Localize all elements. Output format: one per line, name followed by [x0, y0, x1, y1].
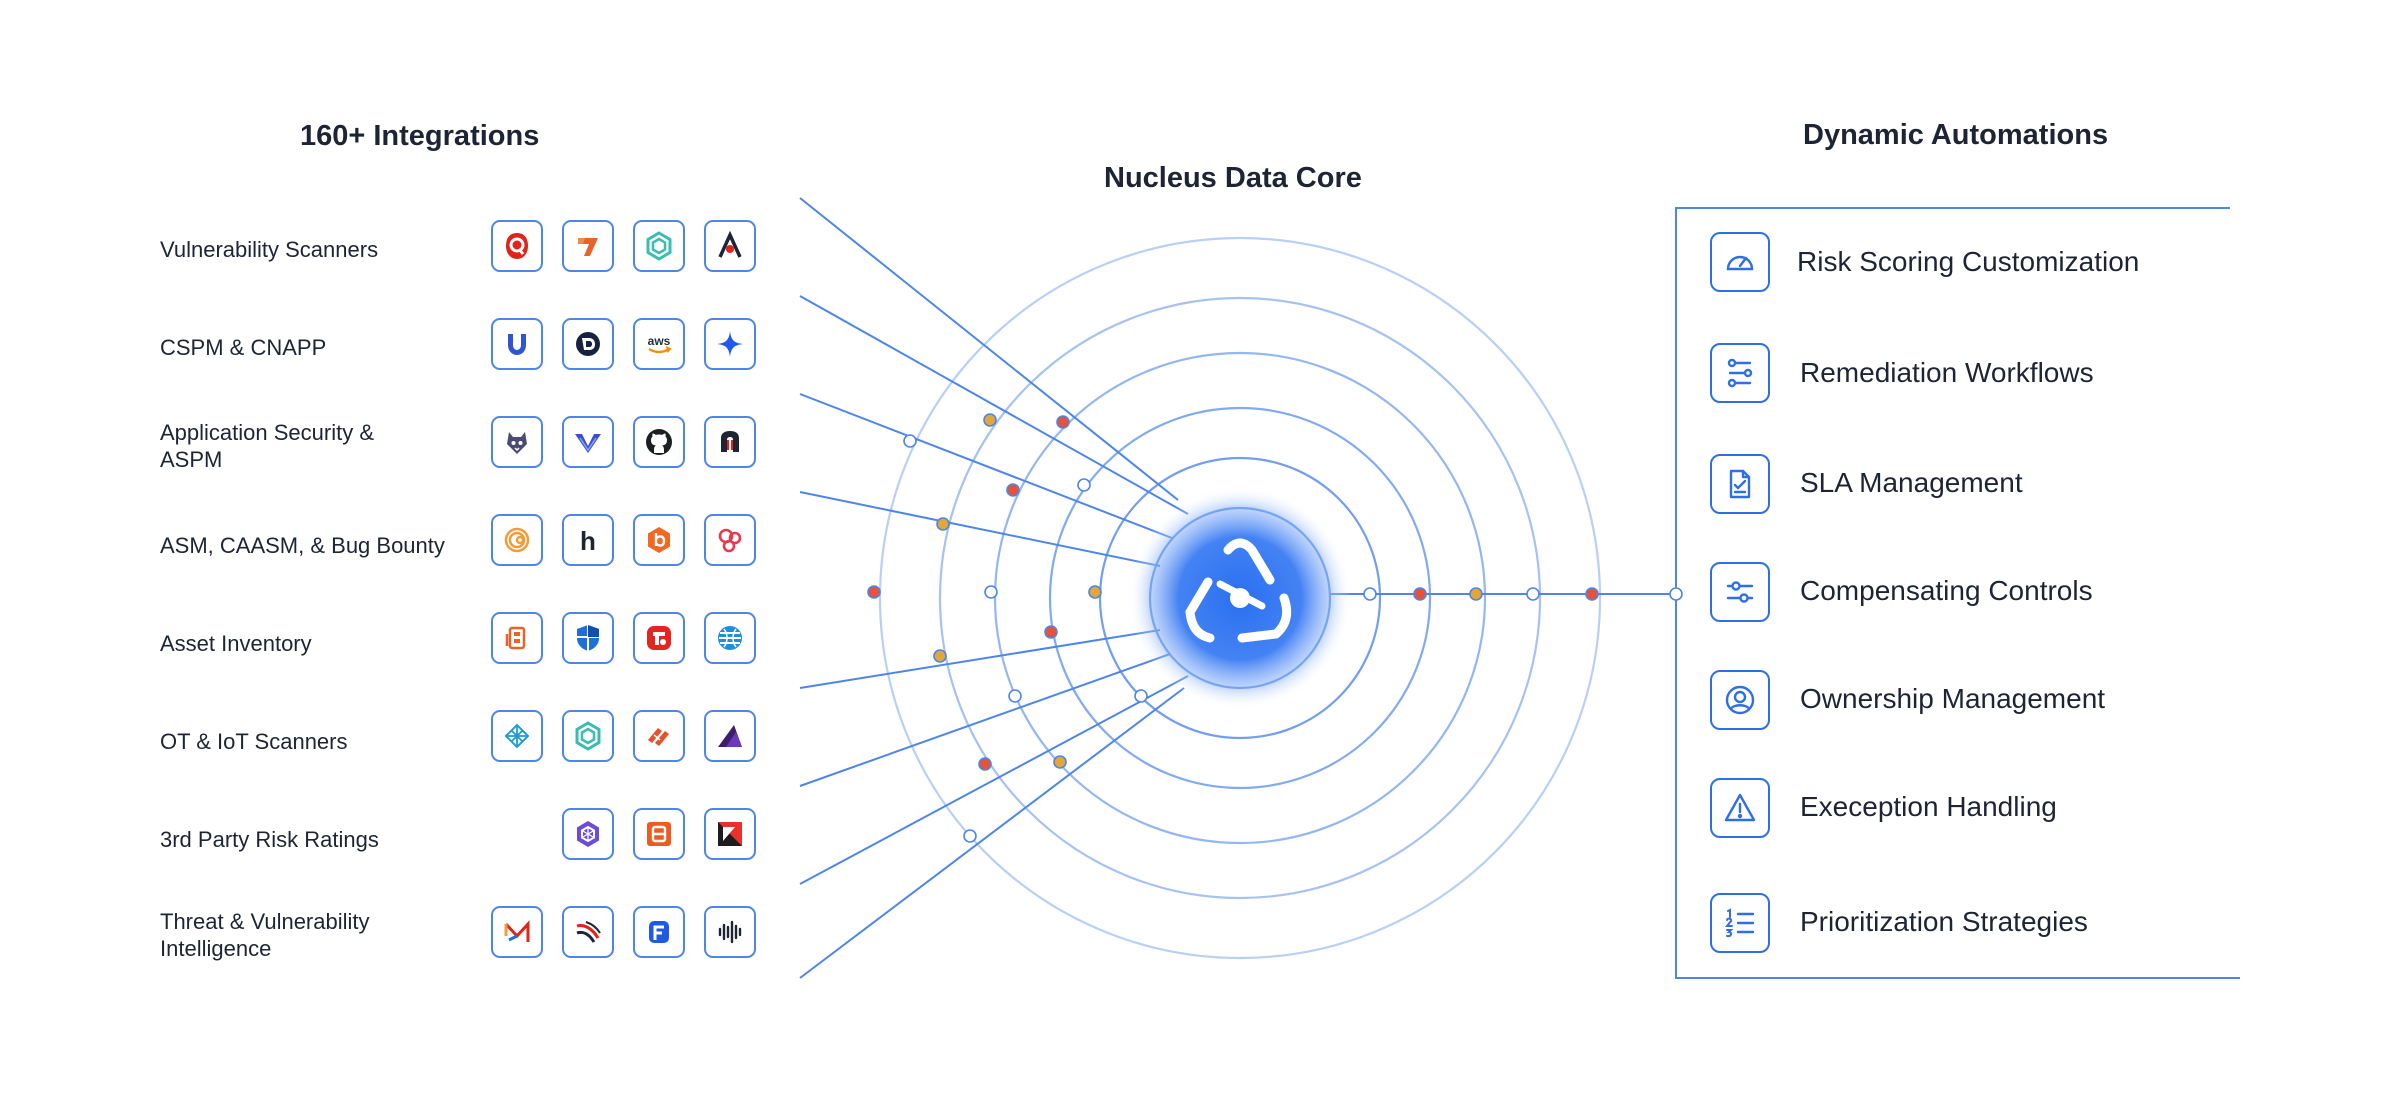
connector-node: [1088, 585, 1102, 599]
connector-line: [799, 653, 1171, 787]
connector-line: [799, 491, 1161, 567]
integration-label-ot-iot: OT & IoT Scanners: [160, 729, 348, 754]
dragos-logo[interactable]: [704, 710, 756, 762]
user-circle-icon: [1710, 670, 1770, 730]
checkmarx-logo[interactable]: [562, 416, 614, 468]
integrations-heading: 160+ Integrations: [300, 120, 540, 152]
nozomi-logo[interactable]: [491, 710, 543, 762]
connector-node: [1056, 415, 1070, 429]
core-ring: [938, 296, 1542, 900]
armis-logo[interactable]: [633, 612, 685, 664]
core-ring: [1098, 456, 1382, 740]
core-ring: [1048, 406, 1432, 790]
recorded-future-logo[interactable]: [562, 906, 614, 958]
connector-node: [867, 585, 881, 599]
nucleus-core-logo-icon: [1185, 538, 1292, 643]
rapid7-logo[interactable]: [562, 220, 614, 272]
core-heading: Nucleus Data Core: [1104, 162, 1362, 194]
connector-node: [1134, 689, 1148, 703]
connector-node: [1363, 587, 1377, 601]
connector-line: [799, 687, 1185, 979]
connector-node: [1006, 483, 1020, 497]
flashpoint-logo[interactable]: [633, 906, 685, 958]
connector-node: [903, 434, 917, 448]
sliders-icon: [1710, 562, 1770, 622]
svg-text:aws: aws: [648, 334, 671, 348]
warning-triangle-icon: [1710, 778, 1770, 838]
upwind-logo[interactable]: [491, 318, 543, 370]
automations-heading: Dynamic Automations: [1803, 119, 2109, 151]
hackerone-logo[interactable]: h: [562, 514, 614, 566]
wiz-logo[interactable]: [704, 318, 756, 370]
integration-label-threat-intelligence: Threat & Vulnerability Intelligence: [160, 909, 370, 961]
censys-logo[interactable]: [491, 514, 543, 566]
mandiant-logo[interactable]: [491, 906, 543, 958]
upguard-logo[interactable]: [704, 808, 756, 860]
connector-node: [1044, 625, 1058, 639]
orca-logo[interactable]: [562, 318, 614, 370]
connector-line: [799, 675, 1189, 885]
acunetix-logo[interactable]: [704, 220, 756, 272]
connector-node: [963, 829, 977, 843]
connector-node: [933, 649, 947, 663]
integration-label-third-party-risk: 3rd Party Risk Ratings: [160, 827, 379, 852]
workflow-icon: [1710, 343, 1770, 403]
connector-node: [1077, 478, 1091, 492]
integration-label-vulnerability-scanners: Vulnerability Scanners: [160, 237, 379, 262]
gauge-icon: [1710, 232, 1770, 292]
integration-label-application-security: Application Security & ASPM: [160, 420, 374, 472]
att-logo[interactable]: [704, 612, 756, 664]
connector-node: [1585, 587, 1599, 601]
connector-node: [936, 517, 950, 531]
servicenow-logo[interactable]: [491, 612, 543, 664]
document-check-icon: [1710, 454, 1770, 514]
svg-text:h: h: [580, 526, 596, 556]
connector-node: [1669, 587, 1683, 601]
automation-label-ownership-management: Ownership Management: [1800, 683, 2106, 714]
tenable-logo[interactable]: [633, 220, 685, 272]
aws-logo[interactable]: aws: [633, 318, 685, 370]
connector-node: [1008, 689, 1022, 703]
automation-label-compensating-controls: Compensating Controls: [1800, 575, 2093, 606]
connector-node: [1526, 587, 1540, 601]
integration-label-cspm-cnapp: CSPM & CNAPP: [160, 335, 327, 360]
securityscorecard-logo[interactable]: [562, 808, 614, 860]
connector-line: [799, 393, 1173, 539]
tenable-ot-logo[interactable]: [562, 710, 614, 762]
claroty-logo[interactable]: [633, 710, 685, 762]
automation-label-risk-scoring: Risk Scoring Customization: [1797, 246, 2140, 277]
qualys-logo[interactable]: [491, 220, 543, 272]
automation-label-remediation-workflows: Remediation Workflows: [1800, 357, 2094, 388]
bugcrowd-logo[interactable]: [633, 514, 685, 566]
connector-node: [983, 413, 997, 427]
connector-node: [978, 757, 992, 771]
integration-label-asm-caasm: ASM, CAASM, & Bug Bounty: [160, 533, 445, 558]
axonius-logo[interactable]: [704, 514, 756, 566]
numbered-list-icon: [1710, 893, 1770, 953]
snyk-logo[interactable]: [491, 416, 543, 468]
semgrep-logo[interactable]: [704, 416, 756, 468]
automation-label-prioritization-strategies: Prioritization Strategies: [1800, 906, 2088, 937]
vulncheck-logo[interactable]: [704, 906, 756, 958]
connector-line: [799, 295, 1189, 515]
automation-label-exception-handling: Exeception Handling: [1800, 791, 2057, 822]
core-ring: [993, 351, 1487, 845]
defender-logo[interactable]: [562, 612, 614, 664]
core-ring: [878, 236, 1602, 960]
connector-node: [984, 585, 998, 599]
integration-label-asset-inventory: Asset Inventory: [160, 631, 312, 656]
connector-line: [799, 197, 1179, 501]
connector-node: [1413, 587, 1427, 601]
automation-label-sla-management: SLA Management: [1800, 467, 2023, 498]
connector-node: [1053, 755, 1067, 769]
connector-node: [1469, 587, 1483, 601]
bitsight-logo[interactable]: [633, 808, 685, 860]
connector-line: [799, 629, 1161, 689]
github-logo[interactable]: [633, 416, 685, 468]
